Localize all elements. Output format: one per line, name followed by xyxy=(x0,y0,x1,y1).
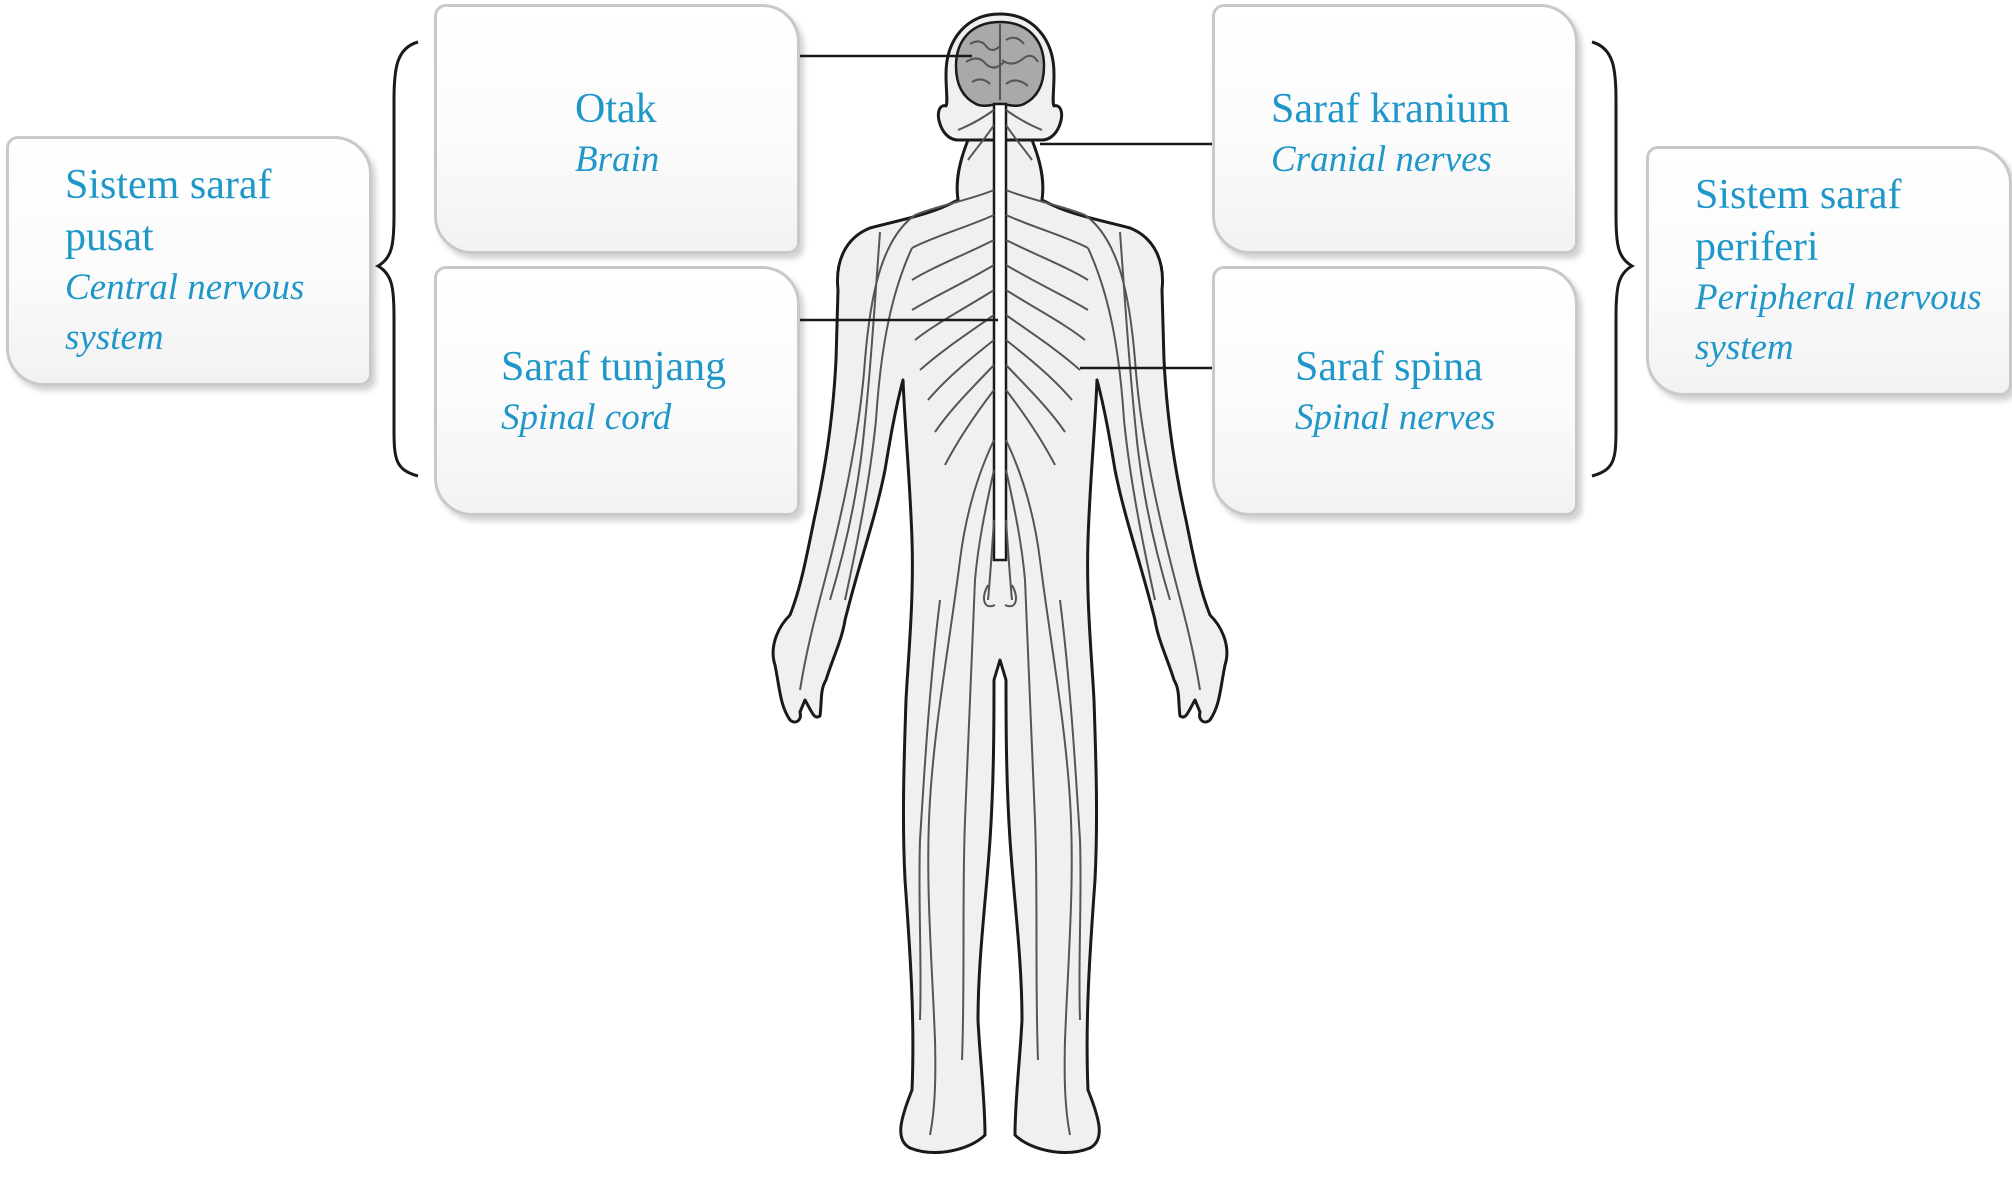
cranial-nerves-english-label: Cranial nerves xyxy=(1271,139,1492,180)
cns-english-label: Central nervous system xyxy=(65,267,305,358)
pns-english-label: Peripheral nervous system xyxy=(1695,277,1982,368)
spinal-nerves-english-label: Spinal nerves xyxy=(1295,397,1496,438)
spinal-cord-english-label: Spinal cord xyxy=(501,397,672,438)
spinal-cord-malay-label: Saraf tunjang xyxy=(501,344,727,390)
left-brace xyxy=(374,40,419,478)
brain-malay-label: Otak xyxy=(575,86,657,132)
cns-malay-label: Sistem saraf pusat xyxy=(65,162,272,260)
cranial-nerves-malay-label: Saraf kranium xyxy=(1271,86,1511,132)
spinal-cord-label-box: Saraf tunjang Spinal cord xyxy=(434,266,800,516)
brain-english-label: Brain xyxy=(575,139,660,180)
nerve-network xyxy=(799,109,1201,1136)
spinal-cord-illustration xyxy=(992,102,1008,562)
brain-illustration xyxy=(954,20,1046,108)
right-brace xyxy=(1591,40,1636,478)
leader-lines xyxy=(800,54,1212,370)
spinal-nerves-malay-label: Saraf spina xyxy=(1295,344,1483,390)
pns-malay-label: Sistem saraf periferi xyxy=(1695,172,1902,270)
cranial-nerves-label-box: Saraf kranium Cranial nerves xyxy=(1212,4,1578,254)
cns-label-box: Sistem saraf pusat Central nervous syste… xyxy=(6,136,372,386)
spinal-nerves-label-box: Saraf spina Spinal nerves xyxy=(1212,266,1578,516)
pns-label-box: Sistem saraf periferi Peripheral nervous… xyxy=(1646,146,2012,396)
brain-label-box: Otak Brain xyxy=(434,4,800,254)
